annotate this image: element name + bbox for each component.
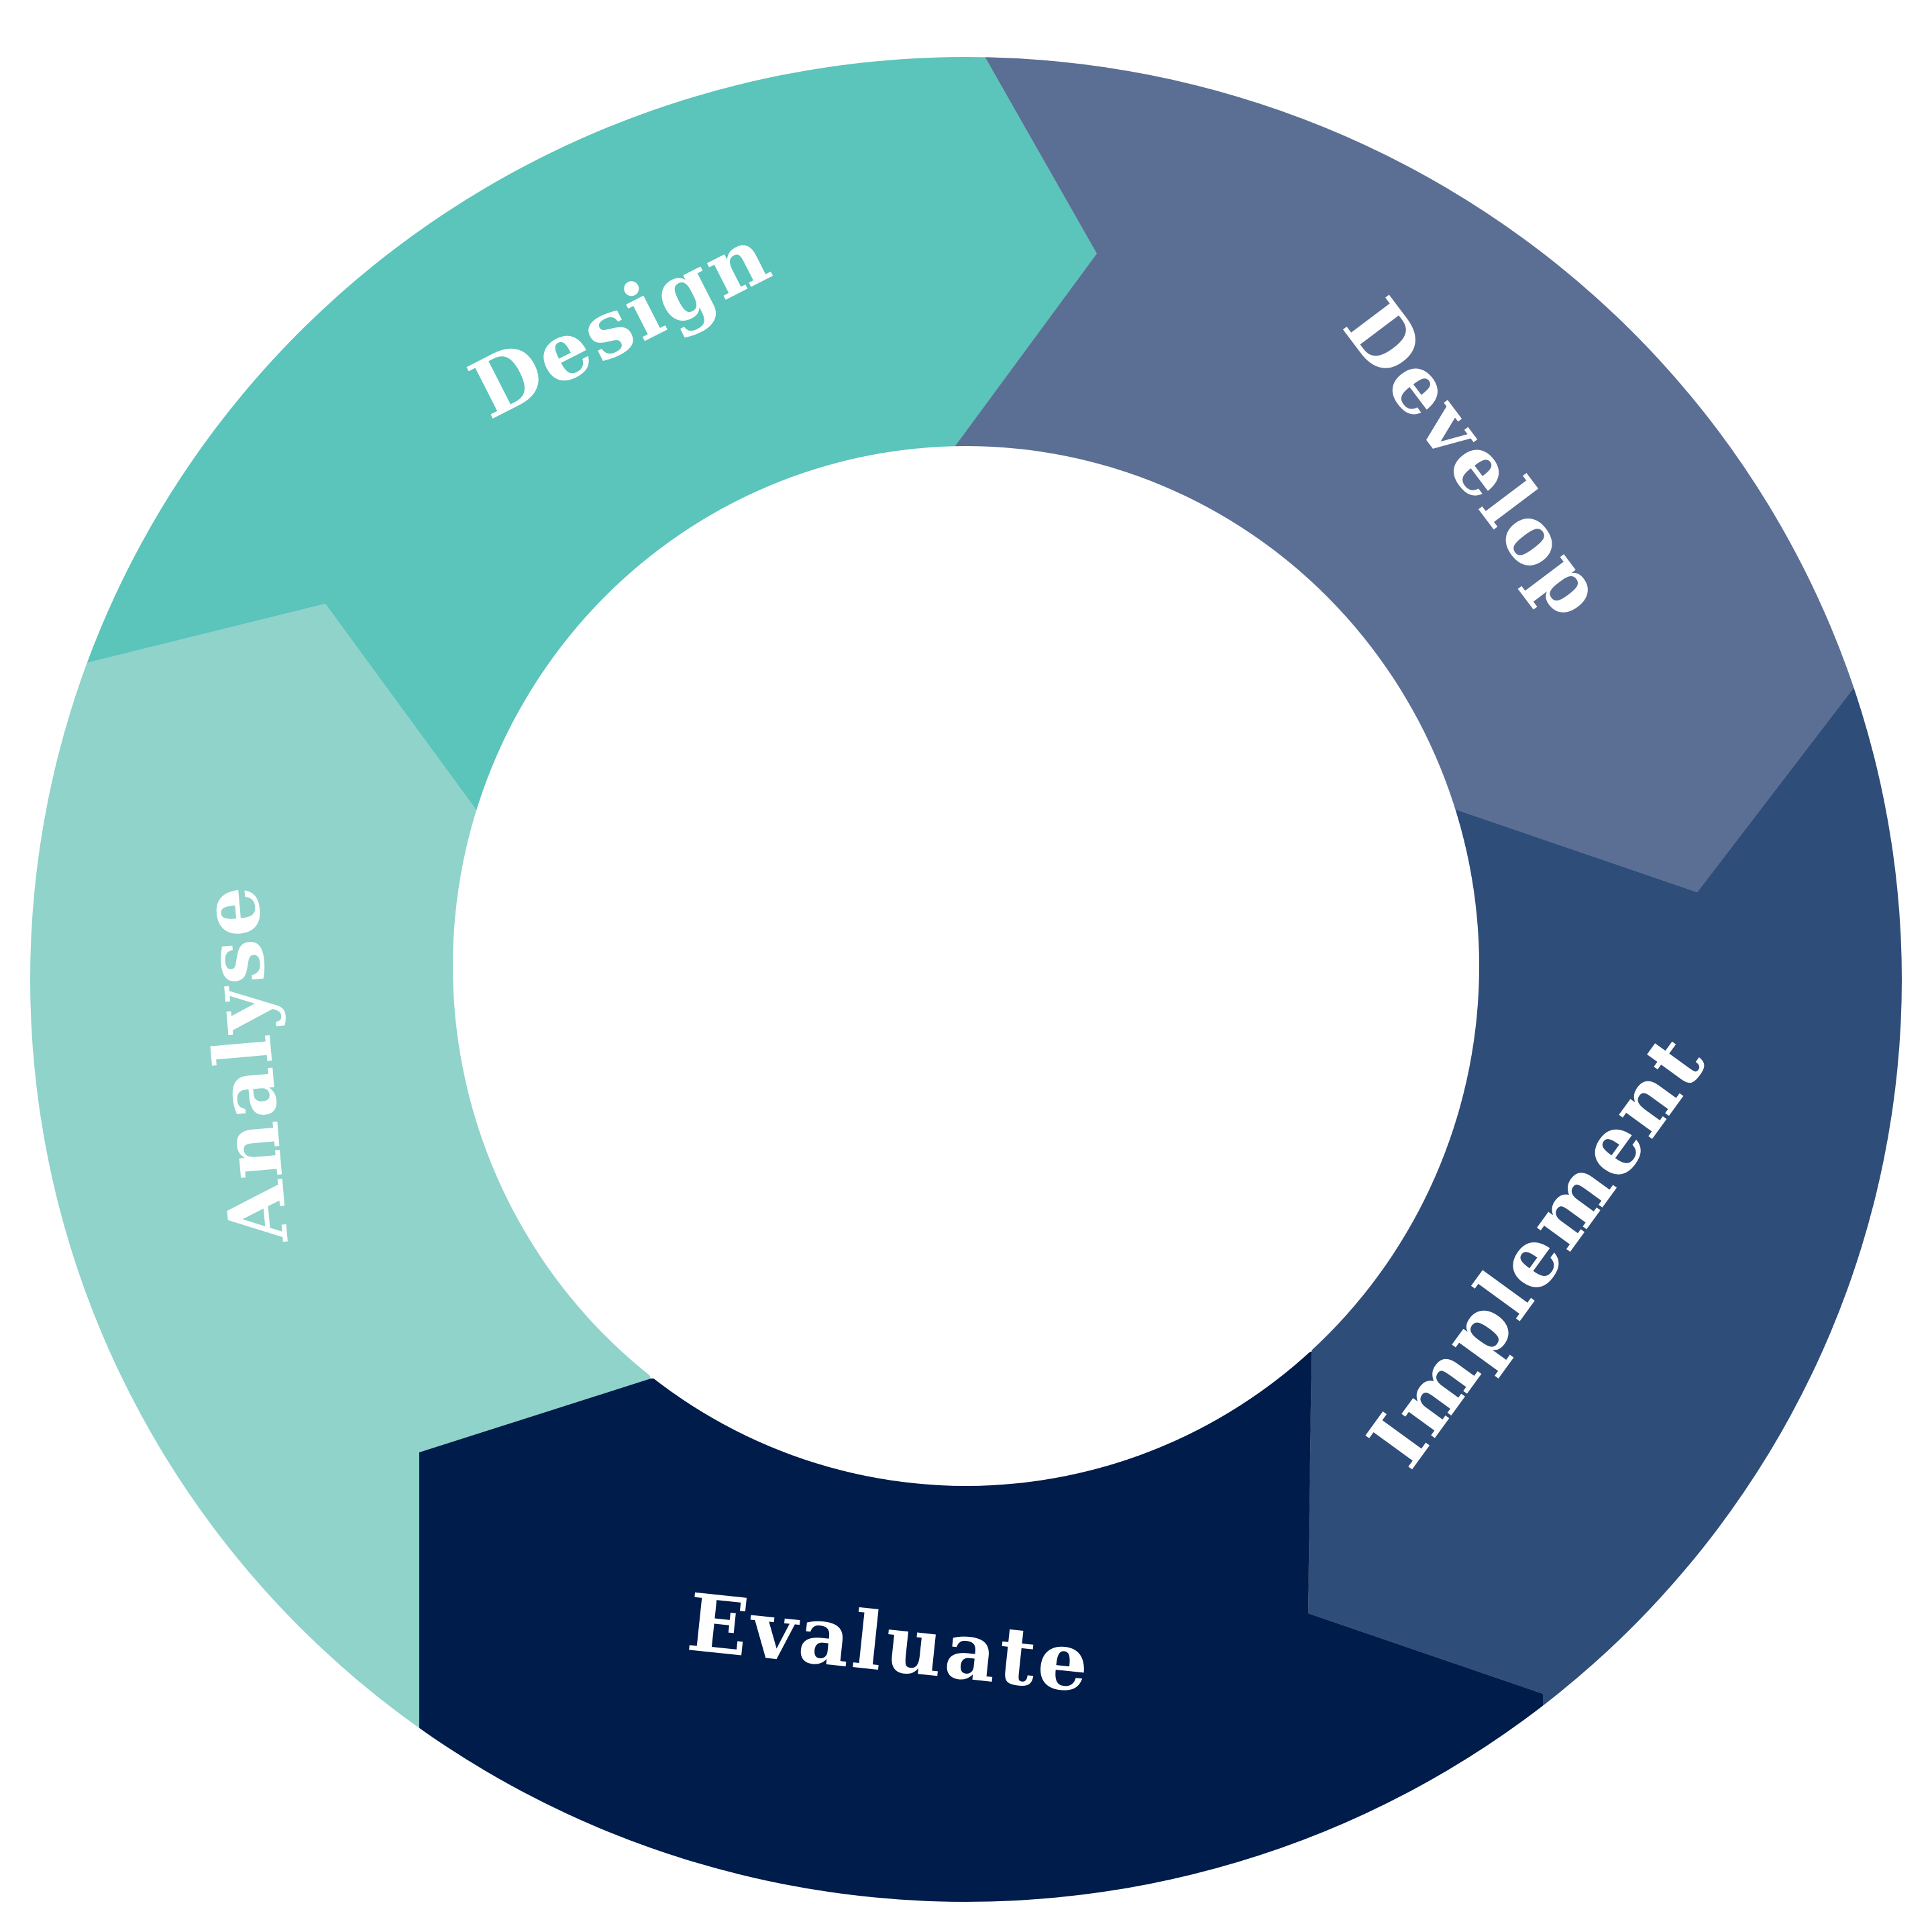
segment-evaluate xyxy=(419,1352,1543,1902)
